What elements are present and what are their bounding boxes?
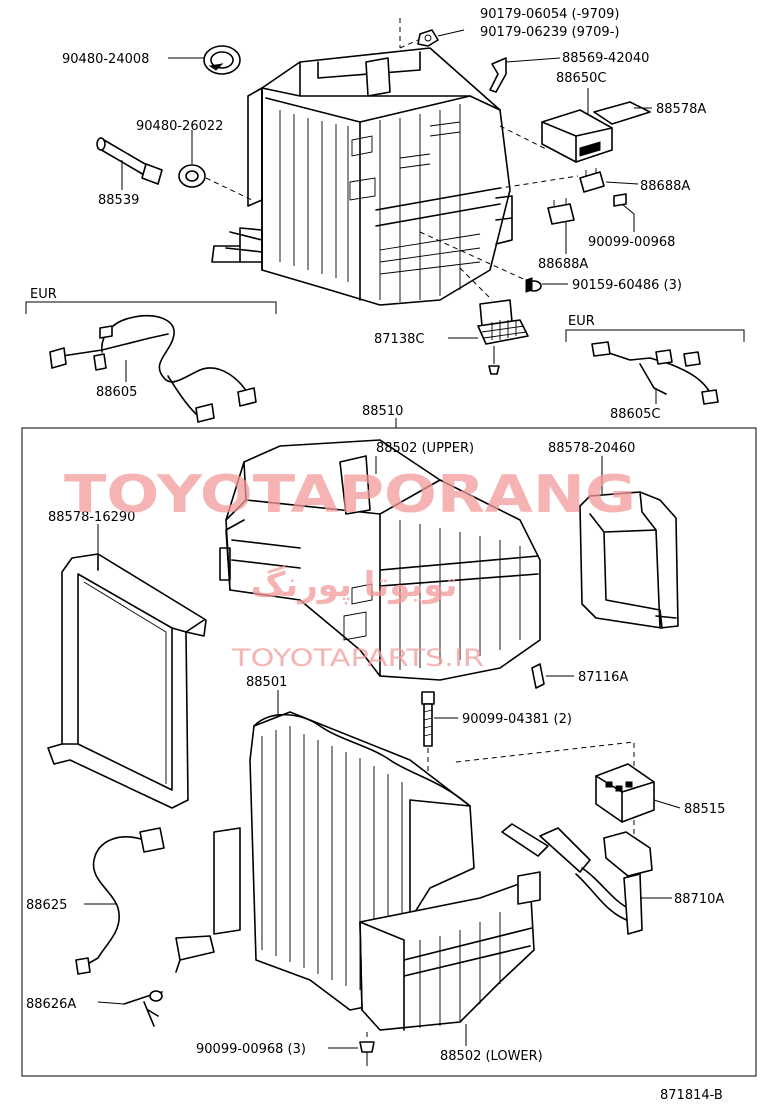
label-88515: 88515 <box>684 802 725 817</box>
label-88569-42040: 88569-42040 <box>562 51 649 66</box>
label-88578a: 88578A <box>656 102 706 117</box>
label-88539: 88539 <box>98 193 139 208</box>
leader-dashed-amp <box>499 125 549 151</box>
label-88578-16290: 88578-16290 <box>48 510 135 525</box>
label-eur-2: EUR <box>568 314 595 329</box>
key-icon <box>123 990 163 1027</box>
connector-b-icon <box>547 198 575 225</box>
label-90159-60486: 90159-60486 (3) <box>572 278 682 293</box>
leader-dashed-clip <box>399 18 419 49</box>
label-88625: 88625 <box>26 898 67 913</box>
label-88578-20460: 88578-20460 <box>548 441 635 456</box>
connector-a-icon <box>579 168 605 193</box>
label-90179-06054: 90179-06054 (-9709) <box>480 7 619 22</box>
bracket-icon <box>489 57 507 93</box>
watermark-persian: تویوتا پورنگ <box>251 565 458 605</box>
label-88501: 88501 <box>246 675 287 690</box>
lower-case-drawing <box>359 871 541 1031</box>
leader-dashed-resistor <box>459 267 493 301</box>
label-88605c: 88605C <box>610 407 660 422</box>
label-90099-00968-3: 90099-00968 (3) <box>196 1042 306 1057</box>
label-88502-lower: 88502 (LOWER) <box>440 1049 543 1064</box>
label-90179-06239: 90179-06239 (9709-) <box>480 25 619 40</box>
label-eur-1: EUR <box>30 287 57 302</box>
label-88502-upper: 88502 (UPPER) <box>376 441 474 456</box>
label-88688a-1: 88688A <box>640 179 690 194</box>
drain-tube-icon <box>96 137 163 185</box>
leader-88688a-1 <box>605 181 639 185</box>
label-88650c: 88650C <box>556 71 606 86</box>
leader-90179 <box>437 29 465 37</box>
seal-left-drawing <box>47 553 207 809</box>
leader-dashed-bracket <box>487 175 579 191</box>
grommet-large-icon <box>203 45 241 75</box>
label-88510: 88510 <box>362 404 403 419</box>
label-87138c: 87138C <box>374 332 424 347</box>
amplifier-box-icon <box>541 109 613 163</box>
clip-87116a-icon <box>531 663 545 689</box>
long-screw-icon <box>421 691 435 747</box>
suction-tube-icon <box>501 823 653 935</box>
sponge-plate-icon <box>593 101 651 125</box>
label-90480-24008: 90480-24008 <box>62 52 149 67</box>
label-88688a-2: 88688A <box>538 257 588 272</box>
leader-88515 <box>653 799 681 809</box>
leader-88626a <box>97 1001 125 1005</box>
screw-washer-icon <box>525 277 542 293</box>
leader-dashed-screw <box>419 231 531 283</box>
sensor-harness-icon <box>75 827 165 975</box>
seal-right-drawing <box>579 491 679 629</box>
grommet-small-icon <box>178 164 206 188</box>
label-88710a: 88710A <box>674 892 724 907</box>
case-screw-icon <box>359 1041 375 1066</box>
label-88626a: 88626A <box>26 997 76 1012</box>
label-88605: 88605 <box>96 385 137 400</box>
cooling-unit-assembly-drawing <box>211 47 513 306</box>
leader-dashed-grommet <box>205 177 253 201</box>
wire-harness-a-icon <box>49 314 257 423</box>
leader-88569 <box>505 57 561 63</box>
resistor-icon <box>477 299 529 375</box>
assembly-88510-frame <box>21 427 757 1077</box>
label-90099-00968: 90099-00968 <box>588 235 675 250</box>
label-90480-26022: 90480-26022 <box>136 119 223 134</box>
label-87116a: 87116A <box>578 670 628 685</box>
upper-case-drawing <box>219 439 541 681</box>
eur-bracket-left <box>25 301 277 314</box>
watermark-latin: TOYOTAPORANG <box>64 465 636 525</box>
eur-bracket-right <box>565 329 745 342</box>
leader-dashed-valve <box>455 741 635 840</box>
figure-id: 871814-B <box>660 1088 723 1103</box>
expansion-valve-icon <box>595 763 655 823</box>
watermark-site: TOYOTAPARTS.IR <box>231 644 484 672</box>
small-screw-icon <box>613 193 627 207</box>
leader-90099-00968 <box>621 203 635 232</box>
clip-nut-icon <box>417 29 439 47</box>
wire-harness-c-icon <box>591 341 719 405</box>
label-90099-04381: 90099-04381 (2) <box>462 712 572 727</box>
